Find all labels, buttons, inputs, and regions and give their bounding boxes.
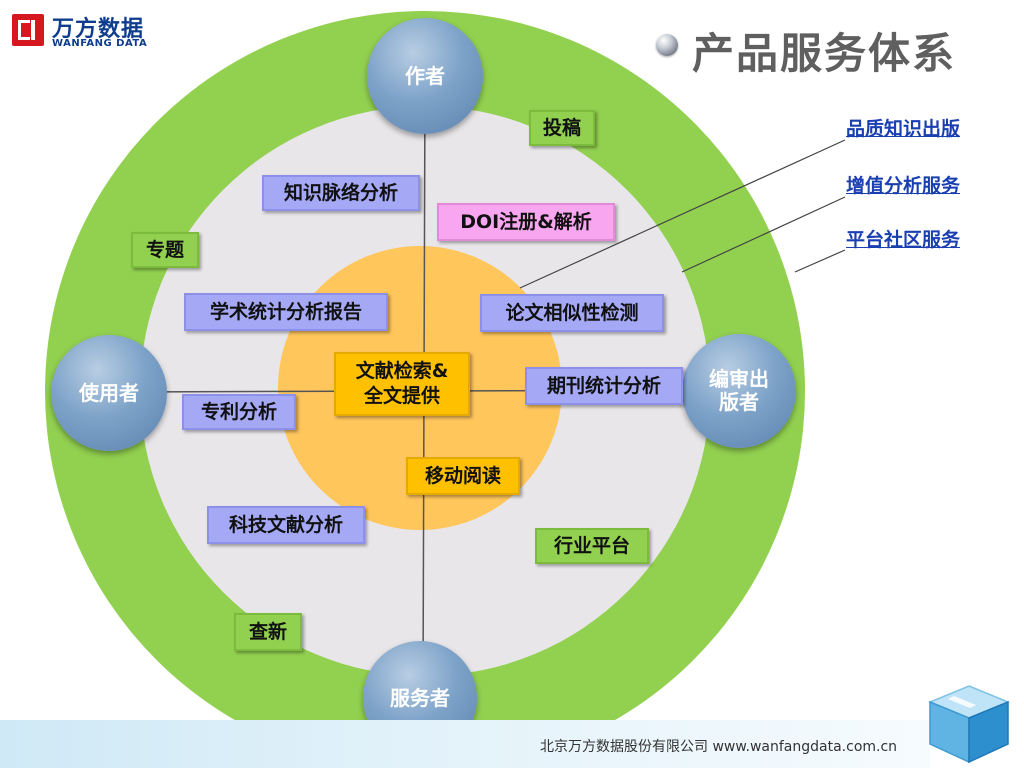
legend-pointer-value-added (681, 196, 846, 273)
title-bullet-icon (656, 34, 678, 56)
center-retrieval-fulltext: 文献检索& 全文提供 (334, 352, 470, 416)
box-topic: 专题 (131, 232, 199, 268)
box-similarity-check: 论文相似性检测 (480, 294, 664, 332)
legend-quality-publishing[interactable]: 品质知识出版 (846, 118, 961, 140)
wanfang-logo: 万方数据 WANFANG DATA (12, 14, 172, 54)
box-industry-platform: 行业平台 (535, 528, 649, 564)
page-title: 产品服务体系 (692, 29, 957, 78)
legend-pointer-quality (519, 139, 846, 289)
cube-icon (928, 685, 1010, 764)
node-author: 作者 (367, 18, 483, 134)
wanfang-logo-icon (12, 14, 44, 46)
box-journal-stats: 期刊统计分析 (525, 367, 683, 405)
legend-value-added-analysis[interactable]: 增值分析服务 (846, 175, 961, 197)
box-sci-literature-analysis: 科技文献分析 (207, 506, 365, 544)
logo-name-en: WANFANG DATA (52, 38, 148, 49)
node-publisher: 编审出 版者 (682, 334, 796, 448)
box-mobile-reading: 移动阅读 (406, 457, 520, 495)
node-user: 使用者 (51, 335, 167, 451)
legend-pointer-platform (794, 249, 846, 273)
box-patent-analysis: 专利分析 (182, 394, 296, 430)
box-submission: 投稿 (529, 110, 595, 146)
box-knowledge-context: 知识脉络分析 (262, 175, 420, 211)
legend-platform-community[interactable]: 平台社区服务 (846, 229, 961, 251)
logo-name-cn: 万方数据 (52, 17, 145, 42)
footer-band (0, 720, 930, 768)
footer-company: 北京万方数据股份有限公司 www.wanfangdata.com.cn (540, 739, 898, 755)
box-academic-stats-report: 学术统计分析报告 (184, 293, 388, 331)
box-doi: DOI注册&解析 (437, 203, 615, 241)
box-novelty-search: 查新 (234, 613, 302, 651)
